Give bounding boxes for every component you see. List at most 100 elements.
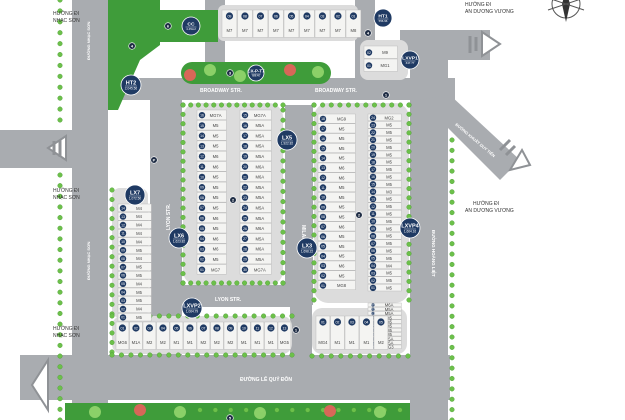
marker-p[interactable]: P [150, 156, 158, 164]
marker-5[interactable]: 5 [226, 414, 234, 420]
marker-2[interactable]: 2 [355, 211, 363, 219]
marker-4[interactable]: 4 [128, 42, 136, 50]
marker-1[interactable]: 1 [382, 91, 390, 99]
marker-4[interactable]: 4 [364, 29, 372, 37]
badge-cc[interactable]: CC4.45m2 [181, 16, 201, 36]
